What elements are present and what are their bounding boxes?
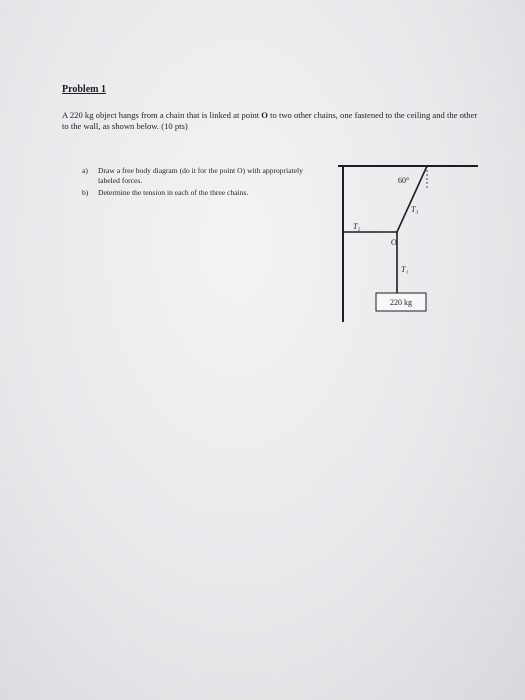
- part-b-text: Determine the tension in each of the thr…: [98, 188, 249, 197]
- angle-label: 60°: [398, 176, 409, 185]
- mass-label: 220 kg: [390, 298, 412, 307]
- part-b-label: b): [82, 188, 89, 197]
- part-a-label: a): [82, 166, 88, 175]
- statement-point-label: O: [261, 110, 268, 120]
- points-value: (10 pts): [161, 121, 188, 131]
- problem-title: Problem 1: [62, 84, 106, 95]
- problem-statement: A 220 kg object hangs from a chain that …: [62, 110, 482, 132]
- statement-text-end: to two other chains, one fastened to the…: [62, 110, 478, 131]
- t3-label: T₃: [411, 205, 418, 214]
- mass-box: [375, 292, 427, 312]
- point-o-label: O: [391, 238, 397, 247]
- part-a-text: Draw a free body diagram (do it for the …: [98, 166, 303, 185]
- statement-text-start: A 220 kg object hangs from a chain that …: [62, 110, 262, 120]
- t2-label: T₂: [353, 222, 360, 231]
- t1-label: T₁: [401, 265, 408, 274]
- chain-t3: [396, 165, 428, 233]
- part-b: b) Determine the tension in each of the …: [82, 188, 322, 198]
- part-a: a) Draw a free body diagram (do it for t…: [82, 166, 322, 186]
- problem-parts-list: a) Draw a free body diagram (do it for t…: [82, 166, 322, 200]
